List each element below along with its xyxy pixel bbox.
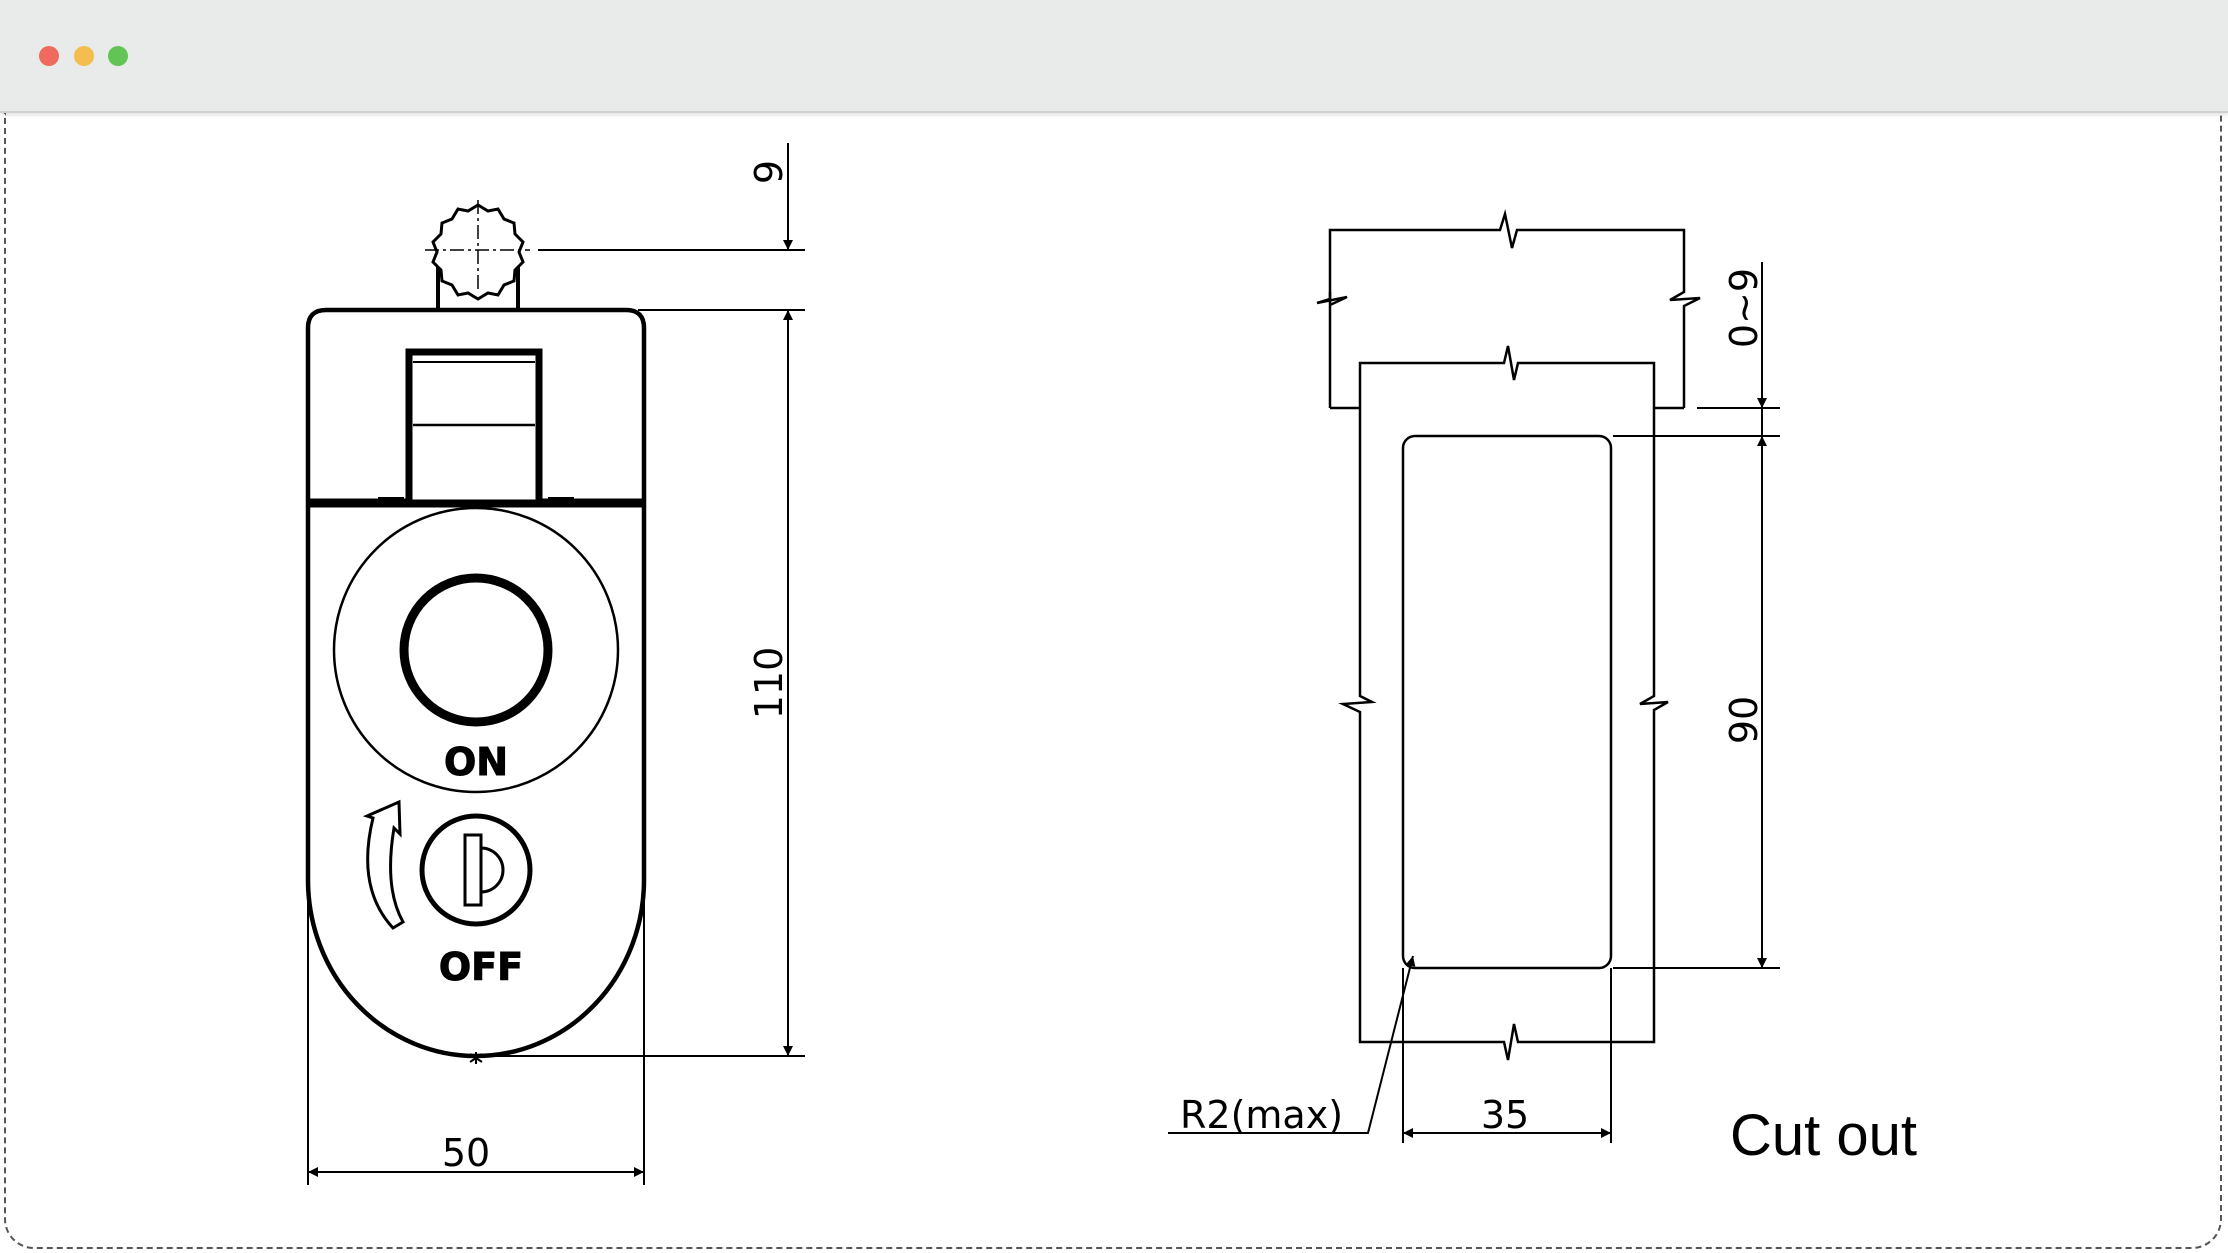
cutout-rectangle — [1401, 434, 1613, 970]
slide-latch — [405, 348, 543, 507]
title-bar — [0, 0, 2228, 113]
content-frame — [4, 113, 2222, 1249]
dim-top: 9 — [747, 160, 791, 184]
cutout-view — [1316, 209, 1701, 1061]
cutout-dimensions — [1168, 262, 1780, 1143]
maximize-button[interactable] — [108, 46, 128, 66]
front-view — [305, 200, 647, 1064]
key-lock-icon — [419, 813, 533, 927]
on-label: ON — [444, 740, 508, 784]
cutout-caption: Cut out — [1730, 1103, 1917, 1168]
on-button — [332, 506, 620, 794]
dim-height-90: 90 — [1722, 696, 1766, 744]
front-panel — [1338, 345, 1669, 1061]
off-label: OFF — [439, 945, 523, 989]
top-knob — [425, 200, 530, 312]
back-panel — [1328, 209, 1701, 408]
radius-note: R2(max) — [1180, 1093, 1343, 1137]
dim-width-35: 35 — [1481, 1093, 1529, 1137]
dim-thickness: 0~9 — [1722, 268, 1766, 348]
front-dimensions — [307, 143, 805, 1185]
rotate-arrow-icon — [362, 799, 406, 930]
minimize-button[interactable] — [74, 46, 94, 66]
close-button[interactable] — [39, 46, 59, 66]
dim-height-110: 110 — [747, 647, 791, 720]
dim-width-50: 50 — [442, 1131, 490, 1175]
